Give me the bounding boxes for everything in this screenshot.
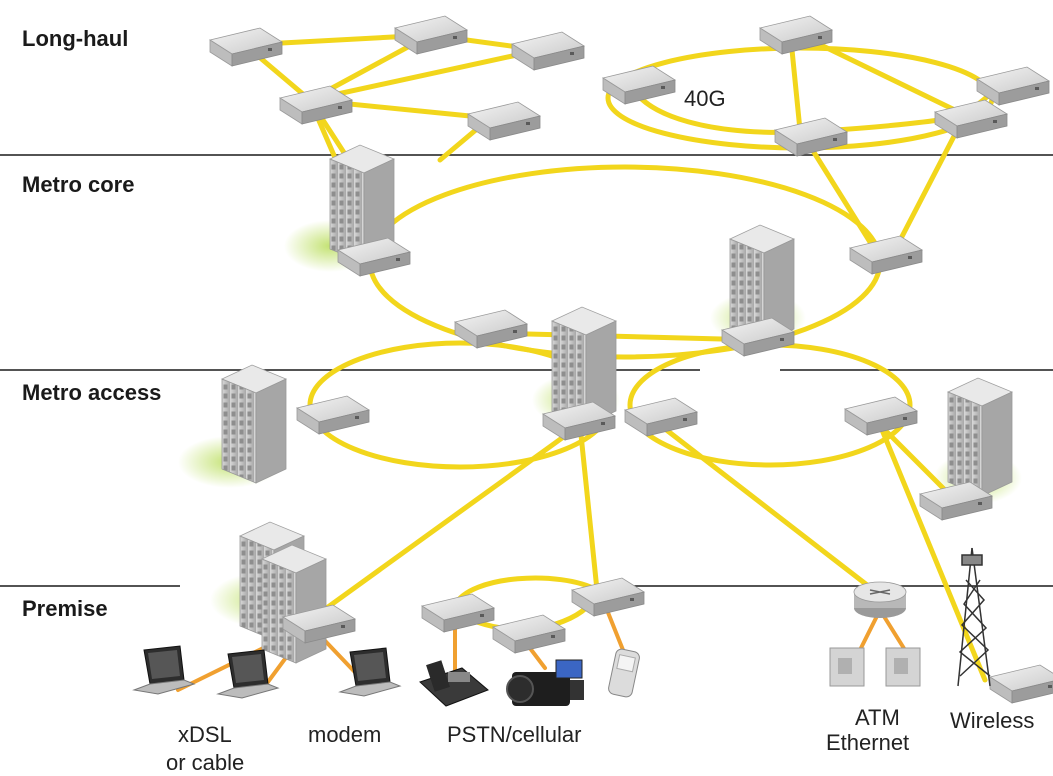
laptop-icons [133,645,401,699]
device-ring-1 [602,65,676,105]
desk-phone-icon [419,660,489,707]
device-wireless-base [989,664,1053,704]
device-lh-5 [467,101,541,141]
laptop-xdsl [133,645,195,695]
building-metro-access-left [221,364,287,484]
tier-dividers [0,154,1053,587]
endpoint-label-cable: or cable [166,750,244,775]
device-lh-3 [511,31,585,71]
endpoint-label-ethernet: Ethernet [826,730,909,755]
tier-label-long-haul: Long-haul [22,26,128,51]
endpoint-label-wireless: Wireless [950,708,1034,733]
cellphone-icon [608,648,640,698]
atm-switch-icons [829,647,921,687]
tier-label-premise: Premise [22,596,108,621]
device-lh-1 [209,27,283,67]
atm-router-icon [853,581,907,618]
building-metro-access-right [947,377,1013,497]
laptop-cable [217,649,279,699]
building-cluster-premise [239,521,327,664]
device-mc-2 [849,235,923,275]
endpoint-label-xdsl: xDSL [178,722,232,747]
tier-label-metro-core: Metro core [22,172,134,197]
endpoint-label-modem: modem [308,722,381,747]
camcorder-icon [506,659,584,706]
tier-label-metro-access: Metro access [22,380,161,405]
endpoint-label-atm: ATM [855,705,900,730]
device-ma-3 [624,397,698,437]
device-pstn-2 [492,614,566,654]
ring-speed-label: 40G [684,86,726,111]
endpoint-label-pstn: PSTN/cellular [447,722,581,747]
wireless-tower-icon [957,547,991,687]
device-ma-4 [844,396,918,436]
laptop-modem [339,647,401,697]
